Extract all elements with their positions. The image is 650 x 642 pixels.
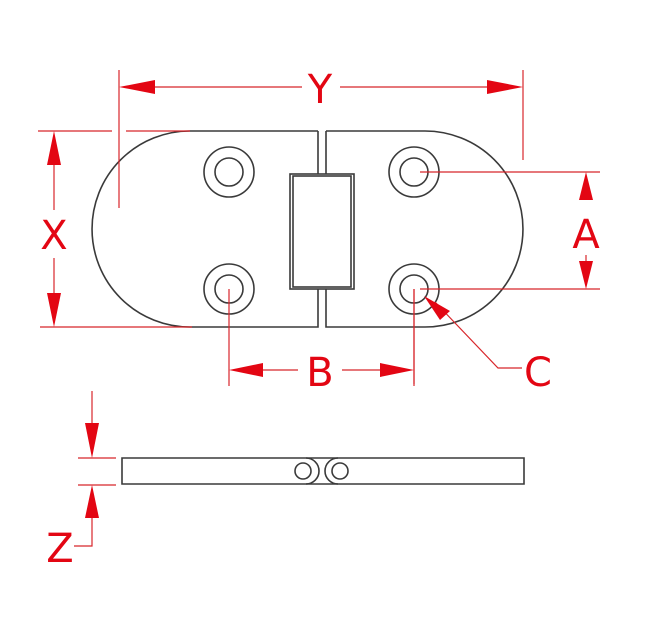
label-x: X bbox=[40, 213, 67, 259]
dimension-y: Y bbox=[118, 67, 524, 208]
left-leaf bbox=[91, 130, 319, 328]
dimension-a: A bbox=[420, 171, 600, 290]
dimension-z: Z bbox=[46, 391, 116, 572]
right-leaf bbox=[325, 130, 524, 328]
label-c: C bbox=[524, 350, 552, 396]
dimension-b: B bbox=[228, 289, 415, 396]
label-a: A bbox=[572, 212, 600, 258]
dimension-c: C bbox=[413, 289, 552, 396]
side-view bbox=[121, 457, 525, 485]
label-z: Z bbox=[46, 526, 73, 572]
label-y: Y bbox=[307, 67, 333, 113]
label-b: B bbox=[306, 350, 333, 396]
dimension-x: X bbox=[38, 130, 192, 328]
hinge-knuckle bbox=[289, 173, 355, 290]
